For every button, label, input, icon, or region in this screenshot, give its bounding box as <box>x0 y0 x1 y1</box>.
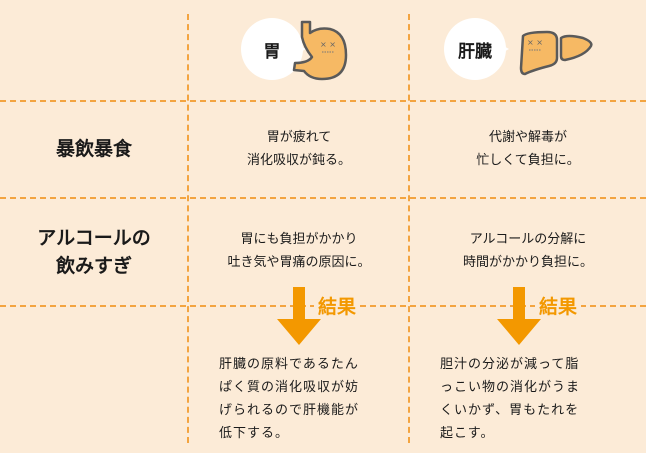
column-divider <box>187 14 189 443</box>
result-label: 結果 <box>535 292 582 319</box>
result-text: 起こす。 <box>440 426 495 441</box>
column-label: 胃 <box>263 41 281 62</box>
column-label: 肝臓 <box>458 41 492 62</box>
stomach-icon: × × <box>292 20 348 81</box>
cell-liver-alcohol: アルコールの分解に時間がかかり負担に。 <box>410 228 646 274</box>
organ-label-liver: 肝臓 <box>444 18 509 80</box>
result-liver: 胆汁の分泌が減って脂っこい物の消化がうまくいかず、胃もたれを起こす。 <box>440 353 615 445</box>
cell-text: 胃が疲れて <box>266 130 332 145</box>
column-divider <box>408 14 410 443</box>
cell-stomach-overeating: 胃が疲れて消化吸収が鈍る。 <box>190 126 408 172</box>
result-text: 低下する。 <box>219 426 290 441</box>
row-label: 暴飲暴食 <box>55 138 132 160</box>
row-label: アルコールの <box>37 227 151 249</box>
result-text: げられるので肝機能が <box>219 403 360 418</box>
cell-text: アルコールの分解に <box>469 232 587 247</box>
arrow-down-icon <box>497 287 541 345</box>
cell-stomach-alcohol: 胃にも負担がかかり吐き気や胃痛の原因に。 <box>190 228 408 274</box>
result-text: 肝臓の原料であるたん <box>219 357 359 372</box>
cell-text: 時間がかかり負担に。 <box>462 255 593 270</box>
organ-label-stomach: 胃 <box>241 18 306 80</box>
cell-text: 吐き気や胃痛の原因に。 <box>227 255 371 270</box>
cell-text: 忙しくて負担に。 <box>476 153 580 168</box>
result-stomach: 肝臓の原料であるたんぱく質の消化吸収が妨げられるので肝機能が低下する。 <box>219 353 394 445</box>
result-text: くいかず、胃もたれを <box>440 403 580 418</box>
row-divider <box>0 100 646 102</box>
row-label: 飲みすぎ <box>55 255 132 277</box>
result-text: ぱく質の消化吸収が妨 <box>219 380 360 395</box>
cell-text: 代謝や解毒が <box>488 130 567 145</box>
liver-icon: × × <box>519 30 593 76</box>
cell-text: 消化吸収が鈍る。 <box>246 153 351 168</box>
svg-text:× ×: × × <box>320 40 336 49</box>
cell-liver-overeating: 代謝や解毒が忙しくて負担に。 <box>410 126 646 172</box>
result-text: っこい物の消化がうま <box>440 380 581 395</box>
result-text: 胆汁の分泌が減って脂 <box>440 357 580 372</box>
arrow-down-icon <box>277 287 321 345</box>
row-header-alcohol: アルコールの飲みすぎ <box>0 224 188 280</box>
row-header-overeating: 暴飲暴食 <box>0 135 188 163</box>
cell-text: 胃にも負担がかかり <box>240 232 358 247</box>
row-divider <box>0 197 646 199</box>
svg-text:× ×: × × <box>527 38 543 47</box>
result-label: 結果 <box>314 292 361 319</box>
